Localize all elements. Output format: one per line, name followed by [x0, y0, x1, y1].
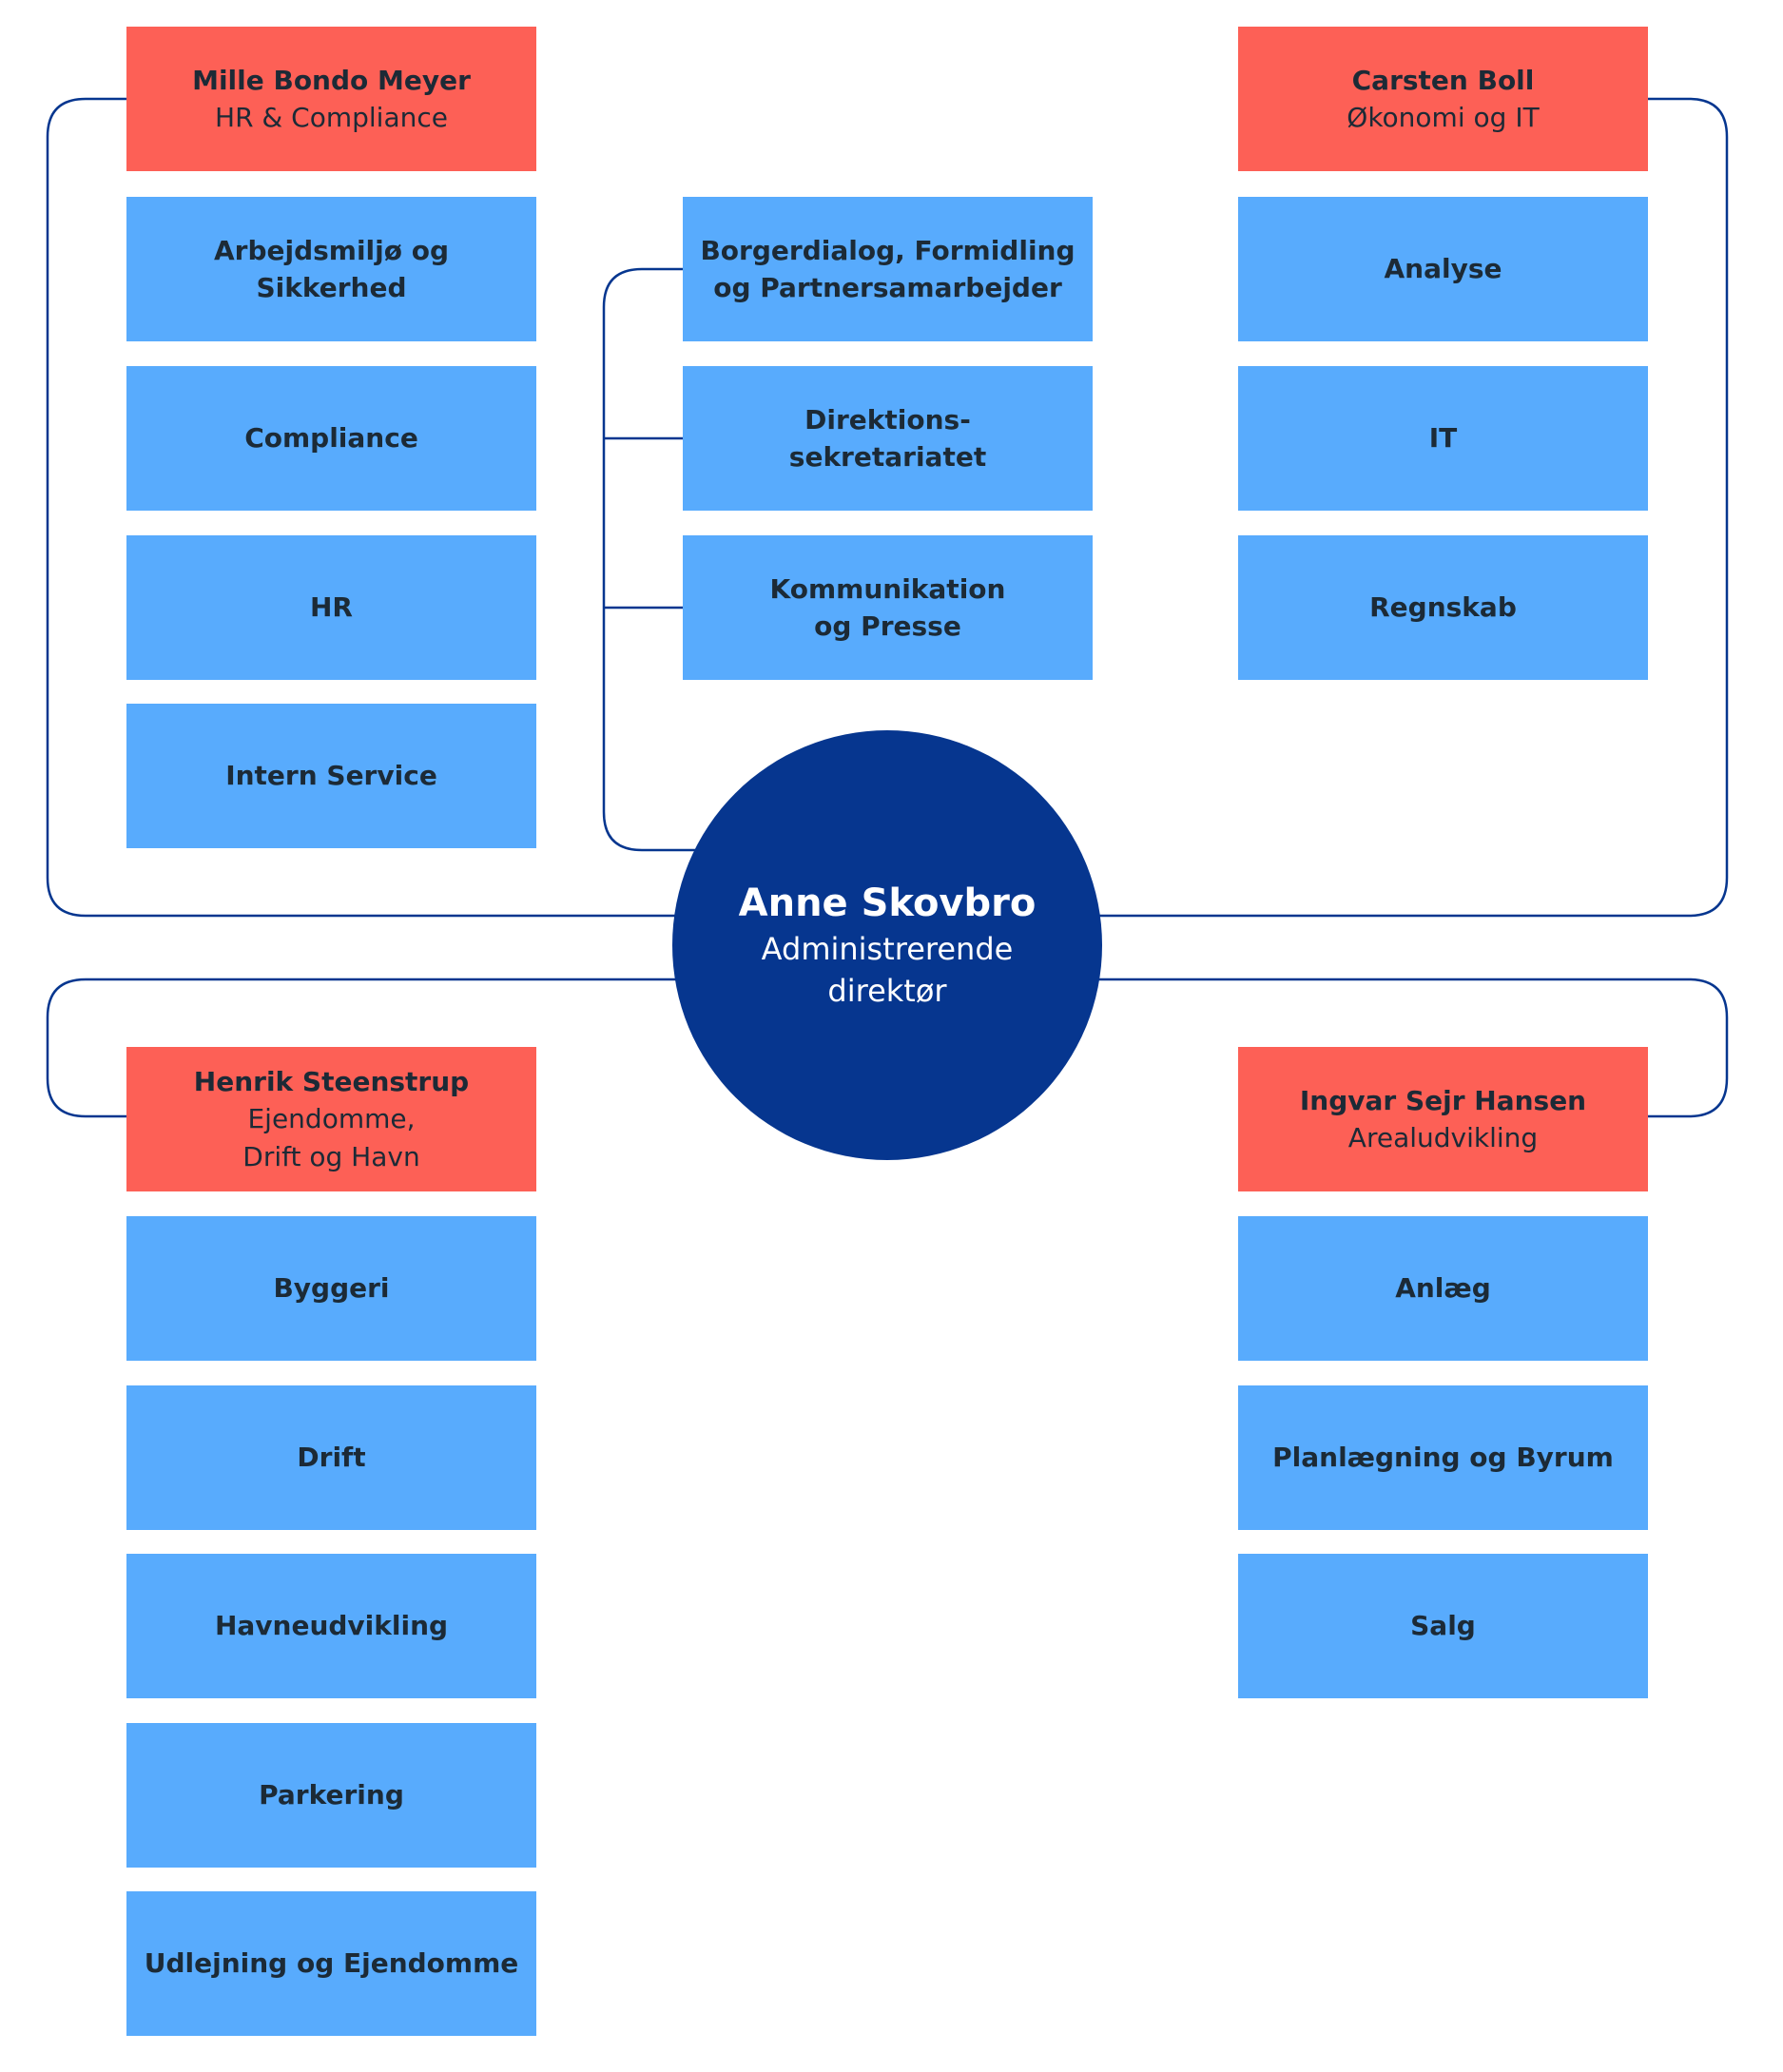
- head-name: Carsten Boll: [1351, 64, 1535, 96]
- unit-label: Byggeri: [273, 1272, 390, 1305]
- unit-compliance: Compliance: [126, 366, 536, 511]
- connector-bottom-right: [1097, 978, 1729, 1118]
- unit-hr: HR: [126, 535, 536, 680]
- connector-center: [602, 267, 699, 852]
- connector-bottom-left: [46, 978, 677, 1118]
- ceo-role-line2: direktør: [827, 973, 947, 1009]
- unit-borgerdialog: Borgerdialog, Formidling og Partnersamar…: [683, 197, 1093, 341]
- division-head-okonomi-it: Carsten Boll Økonomi og IT: [1238, 27, 1648, 171]
- unit-label: Parkering: [259, 1779, 404, 1811]
- ceo-circle: Anne Skovbro Administrerende direktør: [672, 730, 1102, 1160]
- unit-label: Regnskab: [1369, 591, 1517, 624]
- unit-label: HR: [310, 591, 353, 624]
- unit-label: og Presse: [814, 610, 961, 642]
- head-name: Mille Bondo Meyer: [192, 64, 471, 96]
- unit-it: IT: [1238, 366, 1648, 511]
- division-head-ejendomme-drift-havn: Henrik Steenstrup Ejendomme, Drift og Ha…: [126, 1047, 536, 1191]
- unit-label: Udlejning og Ejendomme: [144, 1947, 519, 1980]
- unit-label: Intern Service: [225, 760, 437, 792]
- division-head-hr-compliance: Mille Bondo Meyer HR & Compliance: [126, 27, 536, 171]
- unit-label: Havneudvikling: [214, 1610, 449, 1642]
- unit-anlaeg: Anlæg: [1238, 1216, 1648, 1361]
- unit-label: Planlægning og Byrum: [1272, 1442, 1614, 1474]
- head-role: Drift og Havn: [242, 1140, 420, 1172]
- unit-label: Arbejdsmiljø og: [213, 234, 450, 266]
- head-role: Arealudvikling: [1347, 1122, 1539, 1153]
- ceo-role-line1: Administrerende: [761, 930, 1014, 967]
- unit-drift: Drift: [126, 1385, 536, 1530]
- unit-label: Anlæg: [1395, 1272, 1491, 1305]
- head-name: Ingvar Sejr Hansen: [1299, 1084, 1587, 1116]
- ceo-name: Anne Skovbro: [738, 881, 1037, 925]
- head-name: Henrik Steenstrup: [193, 1066, 470, 1098]
- head-role: HR & Compliance: [215, 102, 448, 133]
- unit-label: Sikkerhed: [256, 272, 407, 303]
- head-role: Ejendomme,: [247, 1103, 416, 1135]
- unit-salg: Salg: [1238, 1554, 1648, 1698]
- unit-label: Analyse: [1384, 253, 1502, 285]
- unit-label: Salg: [1410, 1610, 1476, 1642]
- unit-label: Kommunikation: [769, 572, 1006, 605]
- division-head-arealudvikling: Ingvar Sejr Hansen Arealudvikling: [1238, 1047, 1648, 1191]
- unit-label: Borgerdialog, Formidling: [700, 234, 1076, 266]
- unit-label: og Partnersamarbejder: [713, 272, 1062, 303]
- unit-analyse: Analyse: [1238, 197, 1648, 341]
- unit-direktionssekretariatet: Direktions- sekretariatet: [683, 366, 1093, 511]
- unit-label: Direktions-: [804, 403, 971, 436]
- unit-havneudvikling: Havneudvikling: [126, 1554, 536, 1698]
- connector-top-right: [1097, 97, 1729, 918]
- unit-label: IT: [1428, 422, 1458, 455]
- unit-udlejning-og-ejendomme: Udlejning og Ejendomme: [126, 1891, 536, 2036]
- unit-label: Drift: [297, 1442, 366, 1474]
- unit-intern-service: Intern Service: [126, 704, 536, 848]
- head-role: Økonomi og IT: [1347, 102, 1540, 133]
- unit-planlaegning-og-byrum: Planlægning og Byrum: [1238, 1385, 1648, 1530]
- unit-kommunikation-og-presse: Kommunikation og Presse: [683, 535, 1093, 680]
- connector-top-left: [46, 97, 677, 918]
- unit-regnskab: Regnskab: [1238, 535, 1648, 680]
- unit-parkering: Parkering: [126, 1723, 536, 1868]
- unit-label: sekretariatet: [788, 441, 987, 473]
- unit-byggeri: Byggeri: [126, 1216, 536, 1361]
- unit-label: Compliance: [244, 422, 418, 455]
- unit-arbejdsmiljo-og-sikkerhed: Arbejdsmiljø og Sikkerhed: [126, 197, 536, 341]
